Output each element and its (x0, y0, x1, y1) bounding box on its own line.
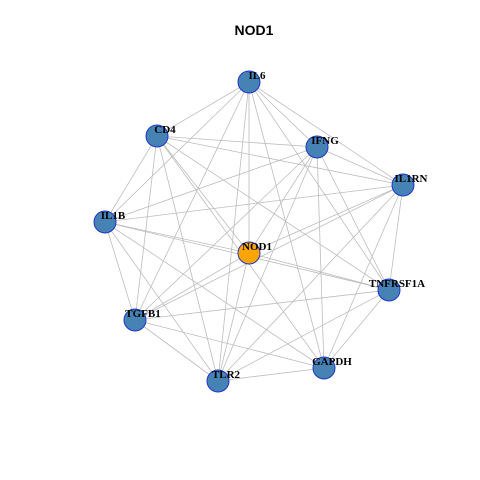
edge-nod1-tlr2 (217, 252, 250, 382)
edge-tgfb1-tlr2 (134, 319, 219, 382)
node-il1rn (391, 173, 415, 197)
edge-nod1-tgfb1 (134, 252, 250, 321)
edges-layer (104, 81, 404, 382)
node-label-nod1: NOD1 (242, 241, 272, 253)
node-label-tgfb1: TGFB1 (125, 308, 160, 320)
edge-il6-tlr2 (217, 81, 250, 382)
edge-il1rn-nod1 (248, 184, 404, 254)
edge-il6-il1b (104, 81, 250, 223)
node-ifng (305, 135, 329, 159)
plot-title: NOD1 (235, 22, 274, 38)
edge-il1b-tlr2 (104, 221, 219, 382)
node-tlr2 (206, 369, 230, 393)
node-label-gapdh: GAPDH (312, 356, 352, 368)
edge-gapdh-tlr2 (217, 367, 325, 382)
edge-tnfrsf1a-gapdh (323, 289, 390, 369)
edge-il6-cd4 (156, 81, 250, 137)
edge-cd4-tnfrsf1a (156, 135, 390, 291)
node-cd4 (145, 124, 169, 148)
edge-il1rn-tgfb1 (134, 184, 404, 321)
nodes-layer (93, 70, 415, 393)
edge-tnfrsf1a-tlr2 (217, 289, 390, 382)
edge-cd4-nod1 (156, 135, 250, 254)
edge-nod1-tnfrsf1a (248, 252, 390, 291)
node-label-ifng: IFNG (311, 135, 339, 147)
node-il1b (93, 210, 117, 234)
edge-cd4-tgfb1 (134, 135, 158, 321)
edge-ifng-gapdh (316, 146, 325, 369)
edge-il1rn-il1b (104, 184, 404, 223)
edge-cd4-il1b (104, 135, 158, 223)
node-label-il6: IL6 (248, 70, 266, 82)
node-label-cd4: CD4 (154, 124, 176, 136)
node-gapdh (312, 356, 336, 380)
node-label-il1b: IL1B (101, 210, 126, 222)
edge-ifng-tlr2 (217, 146, 318, 382)
node-label-tnfrsf1a: TNFRSF1A (369, 278, 425, 290)
edge-ifng-il1rn (316, 146, 404, 186)
node-il6 (237, 70, 261, 94)
node-tgfb1 (123, 308, 147, 332)
edge-cd4-tlr2 (156, 135, 219, 382)
edge-il6-il1rn (248, 81, 404, 186)
node-label-tlr2: TLR2 (212, 369, 241, 381)
edge-il6-tnfrsf1a (248, 81, 390, 291)
edge-ifng-il1b (104, 146, 318, 223)
edge-il1rn-tnfrsf1a (388, 184, 404, 291)
edge-il1rn-gapdh (323, 184, 404, 369)
node-nod1 (237, 241, 261, 265)
node-label-il1rn: IL1RN (394, 173, 427, 185)
edge-il1rn-tlr2 (217, 184, 404, 382)
edge-il6-ifng (248, 81, 318, 148)
edge-il1b-tgfb1 (104, 221, 136, 321)
node-tnfrsf1a (377, 278, 401, 302)
edge-tnfrsf1a-tgfb1 (134, 289, 390, 321)
edge-ifng-tgfb1 (134, 146, 318, 321)
edge-il6-tgfb1 (134, 81, 250, 321)
edge-il6-gapdh (248, 81, 325, 369)
edge-tgfb1-gapdh (134, 319, 325, 369)
edge-cd4-ifng (156, 135, 318, 148)
edge-ifng-tnfrsf1a (316, 146, 390, 291)
edge-il1b-nod1 (104, 221, 250, 254)
